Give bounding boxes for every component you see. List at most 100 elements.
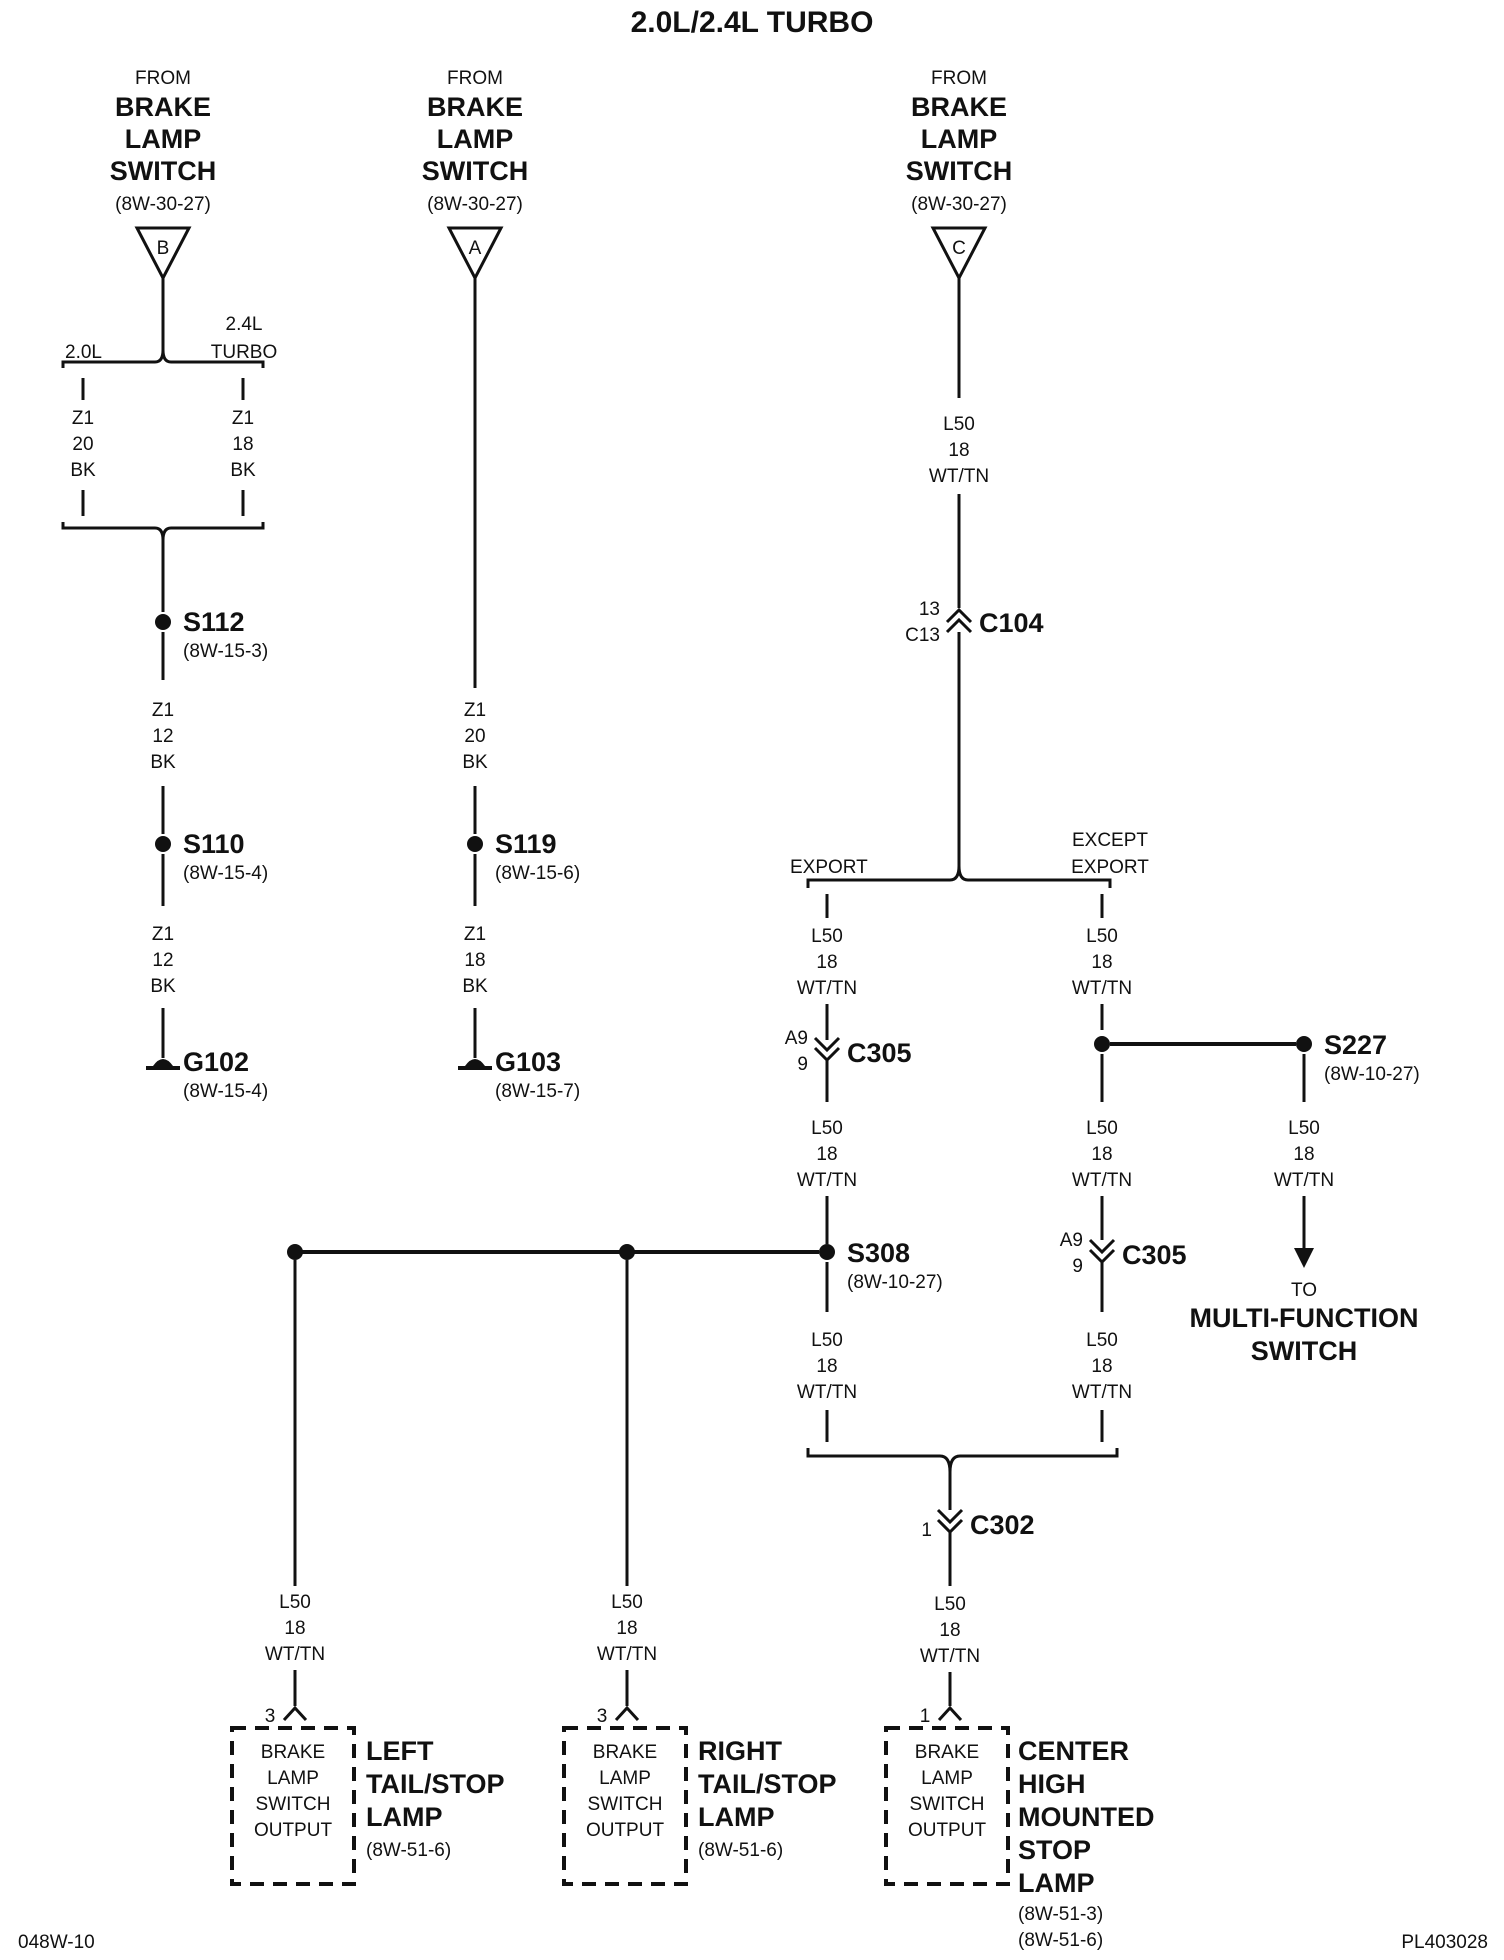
component-line2: LAMP <box>599 1768 651 1789</box>
diagram-title: 2.0L/2.4L TURBO <box>631 6 874 39</box>
connector-id: C104 <box>979 608 1044 638</box>
connector-pin-top: A9 <box>785 1028 808 1049</box>
wire-gauge: 18 <box>1091 1144 1112 1165</box>
merge-bracket <box>61 522 265 541</box>
source-ref: (8W-30-27) <box>115 194 211 215</box>
connector-pin: 1 <box>921 1520 932 1541</box>
connector-pin-top: A9 <box>1060 1230 1083 1251</box>
wire-circuit: L50 <box>1086 1330 1118 1351</box>
wire-circuit: L50 <box>611 1592 643 1613</box>
branch-label-export-2: EXPORT <box>1071 857 1149 878</box>
connector-pin-icon <box>937 1705 963 1722</box>
wire-circuit: Z1 <box>152 924 174 945</box>
source-name-line2: LAMP <box>437 124 514 154</box>
source-brake-lamp-switch-a: FROM BRAKE LAMP SWITCH (8W-30-27) A <box>422 68 528 282</box>
wire-circuit: L50 <box>943 414 975 435</box>
splice-id: S227 <box>1324 1030 1387 1060</box>
ground-id: G102 <box>183 1047 249 1077</box>
wire-color: WT/TN <box>797 1170 857 1191</box>
wire-circuit: Z1 <box>464 924 486 945</box>
lamp-name-line2: HIGH <box>1018 1769 1086 1799</box>
ground-icon <box>146 1059 180 1070</box>
wire-color: WT/TN <box>920 1646 980 1667</box>
wire-gauge: 18 <box>464 950 485 971</box>
wire-gauge: 18 <box>284 1618 305 1639</box>
connector-pin-a: A <box>469 238 482 259</box>
splice-dot-s308 <box>819 1244 835 1260</box>
wire-color: BK <box>150 976 176 997</box>
connector-pin-bottom: 9 <box>1072 1256 1083 1277</box>
wire-gauge: 20 <box>464 726 485 747</box>
splice-dot-except <box>1094 1036 1110 1052</box>
page-code: 048W-10 <box>18 1932 95 1953</box>
ground-icon <box>458 1059 492 1070</box>
wire-gauge: 18 <box>816 1356 837 1377</box>
branch-label-export: EXPORT <box>790 857 868 878</box>
component-line1: BRAKE <box>593 1742 657 1763</box>
source-name-line1: BRAKE <box>115 92 211 122</box>
wire-color: WT/TN <box>1072 978 1132 999</box>
lamp-name-line2: TAIL/STOP <box>698 1769 837 1799</box>
plate-code: PL403028 <box>1401 1932 1488 1953</box>
connector-triangle-a <box>446 226 504 282</box>
wire-circuit: Z1 <box>152 700 174 721</box>
connector-pin-bottom: 9 <box>797 1054 808 1075</box>
connector-pin-b: B <box>157 238 170 259</box>
splice-dot-s227 <box>1296 1036 1312 1052</box>
splice-ref: (8W-15-4) <box>183 863 268 884</box>
connector-pin-bottom: C13 <box>905 625 940 646</box>
wire-gauge: 12 <box>152 726 173 747</box>
source-brake-lamp-switch-b: FROM BRAKE LAMP SWITCH (8W-30-27) B <box>110 68 216 282</box>
wire-gauge: 20 <box>72 434 93 455</box>
lamp-name-line3: LAMP <box>366 1802 443 1832</box>
component-line3: SWITCH <box>256 1794 331 1815</box>
connector-id: C305 <box>847 1038 912 1068</box>
wire-circuit: L50 <box>1288 1118 1320 1139</box>
splice-dot-left <box>287 1244 303 1260</box>
lamp-ref: (8W-51-6) <box>698 1840 783 1861</box>
splice-dot-s119 <box>467 836 483 852</box>
component-line4: OUTPUT <box>586 1820 665 1841</box>
connector-id: C305 <box>1122 1240 1187 1270</box>
lamp-name-line1: LEFT <box>366 1736 434 1766</box>
wire-circuit: Z1 <box>72 408 94 429</box>
lamp-pin: 3 <box>265 1706 276 1727</box>
source-from-label: FROM <box>931 68 987 89</box>
component-line3: SWITCH <box>588 1794 663 1815</box>
lamp-name-line3: MOUNTED <box>1018 1802 1155 1832</box>
ground-ref: (8W-15-4) <box>183 1081 268 1102</box>
branch-bracket-export <box>806 865 1112 888</box>
component-line3: SWITCH <box>910 1794 985 1815</box>
source-name-line1: BRAKE <box>427 92 523 122</box>
wire-gauge: 18 <box>1293 1144 1314 1165</box>
destination-to: TO <box>1291 1280 1317 1301</box>
component-line4: OUTPUT <box>254 1820 333 1841</box>
component-line4: OUTPUT <box>908 1820 987 1841</box>
wire-circuit: L50 <box>1086 1118 1118 1139</box>
component-line1: BRAKE <box>261 1742 325 1763</box>
lamp-name-line5: LAMP <box>1018 1868 1095 1898</box>
lamp-ref: (8W-51-6) <box>366 1840 451 1861</box>
wire-gauge: 18 <box>939 1620 960 1641</box>
wire-gauge: 18 <box>1091 952 1112 973</box>
source-name-line3: SWITCH <box>110 156 216 186</box>
branch-label-2-0l: 2.0L <box>65 342 102 363</box>
source-from-label: FROM <box>135 68 191 89</box>
source-name-line2: LAMP <box>921 124 998 154</box>
wire-gauge: 18 <box>616 1618 637 1639</box>
wire-color: BK <box>462 752 488 773</box>
wire-circuit: L50 <box>811 1330 843 1351</box>
connector-triangle-b <box>134 226 192 282</box>
wire-gauge: 18 <box>816 1144 837 1165</box>
connector-pin-icon <box>282 1705 308 1722</box>
wire-color: BK <box>150 752 176 773</box>
wire-color: BK <box>70 460 96 481</box>
source-name-line3: SWITCH <box>906 156 1012 186</box>
lamp-name-line2: TAIL/STOP <box>366 1769 505 1799</box>
wire-gauge: 12 <box>152 950 173 971</box>
wire-color: BK <box>230 460 256 481</box>
source-name-line3: SWITCH <box>422 156 528 186</box>
wire-color: WT/TN <box>597 1644 657 1665</box>
wire-circuit: L50 <box>811 926 843 947</box>
